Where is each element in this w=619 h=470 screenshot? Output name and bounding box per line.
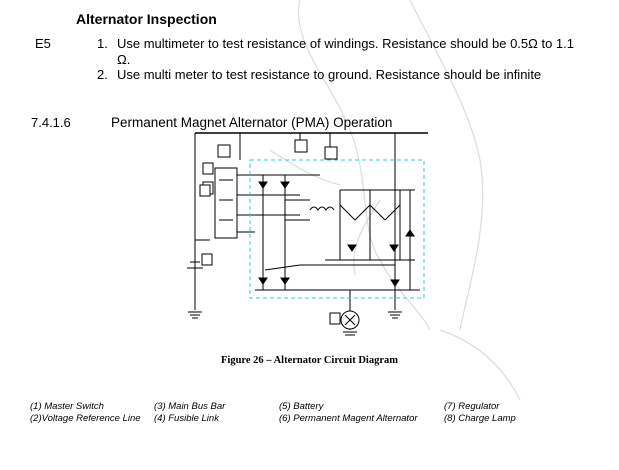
legend-item: (6) Permanent Magent Alternator: [279, 413, 418, 424]
legend-item: (4) Fusible Link: [154, 413, 219, 424]
list-number: 2.: [97, 67, 108, 82]
legend-item: (8) Charge Lamp: [444, 413, 516, 424]
section-number: 7.4.1.6: [31, 115, 71, 130]
list-item: 1. Use multimeter to test resistance of …: [97, 36, 597, 68]
list-text: Use multimeter to test resistance of win…: [117, 36, 574, 67]
legend-item: (7) Regulator: [444, 401, 500, 412]
legend-item: (1) Master Switch: [30, 401, 104, 412]
section-title: Permanent Magnet Alternator (PMA) Operat…: [111, 115, 393, 130]
list-text: Use multi meter to test resistance to gr…: [117, 67, 542, 82]
section-heading: Alternator Inspection: [76, 11, 217, 27]
legend-item: (3) Main Bus Bar: [154, 401, 226, 412]
list-item: 2. Use multi meter to test resistance to…: [97, 67, 597, 83]
step-code: E5: [35, 36, 51, 51]
figure-caption: Figure 26 – Alternator Circuit Diagram: [220, 355, 398, 366]
list-number: 1.: [97, 36, 108, 51]
legend-item: (5) Battery: [279, 401, 324, 412]
legend-item: (2)Voltage Reference Line: [30, 413, 141, 424]
